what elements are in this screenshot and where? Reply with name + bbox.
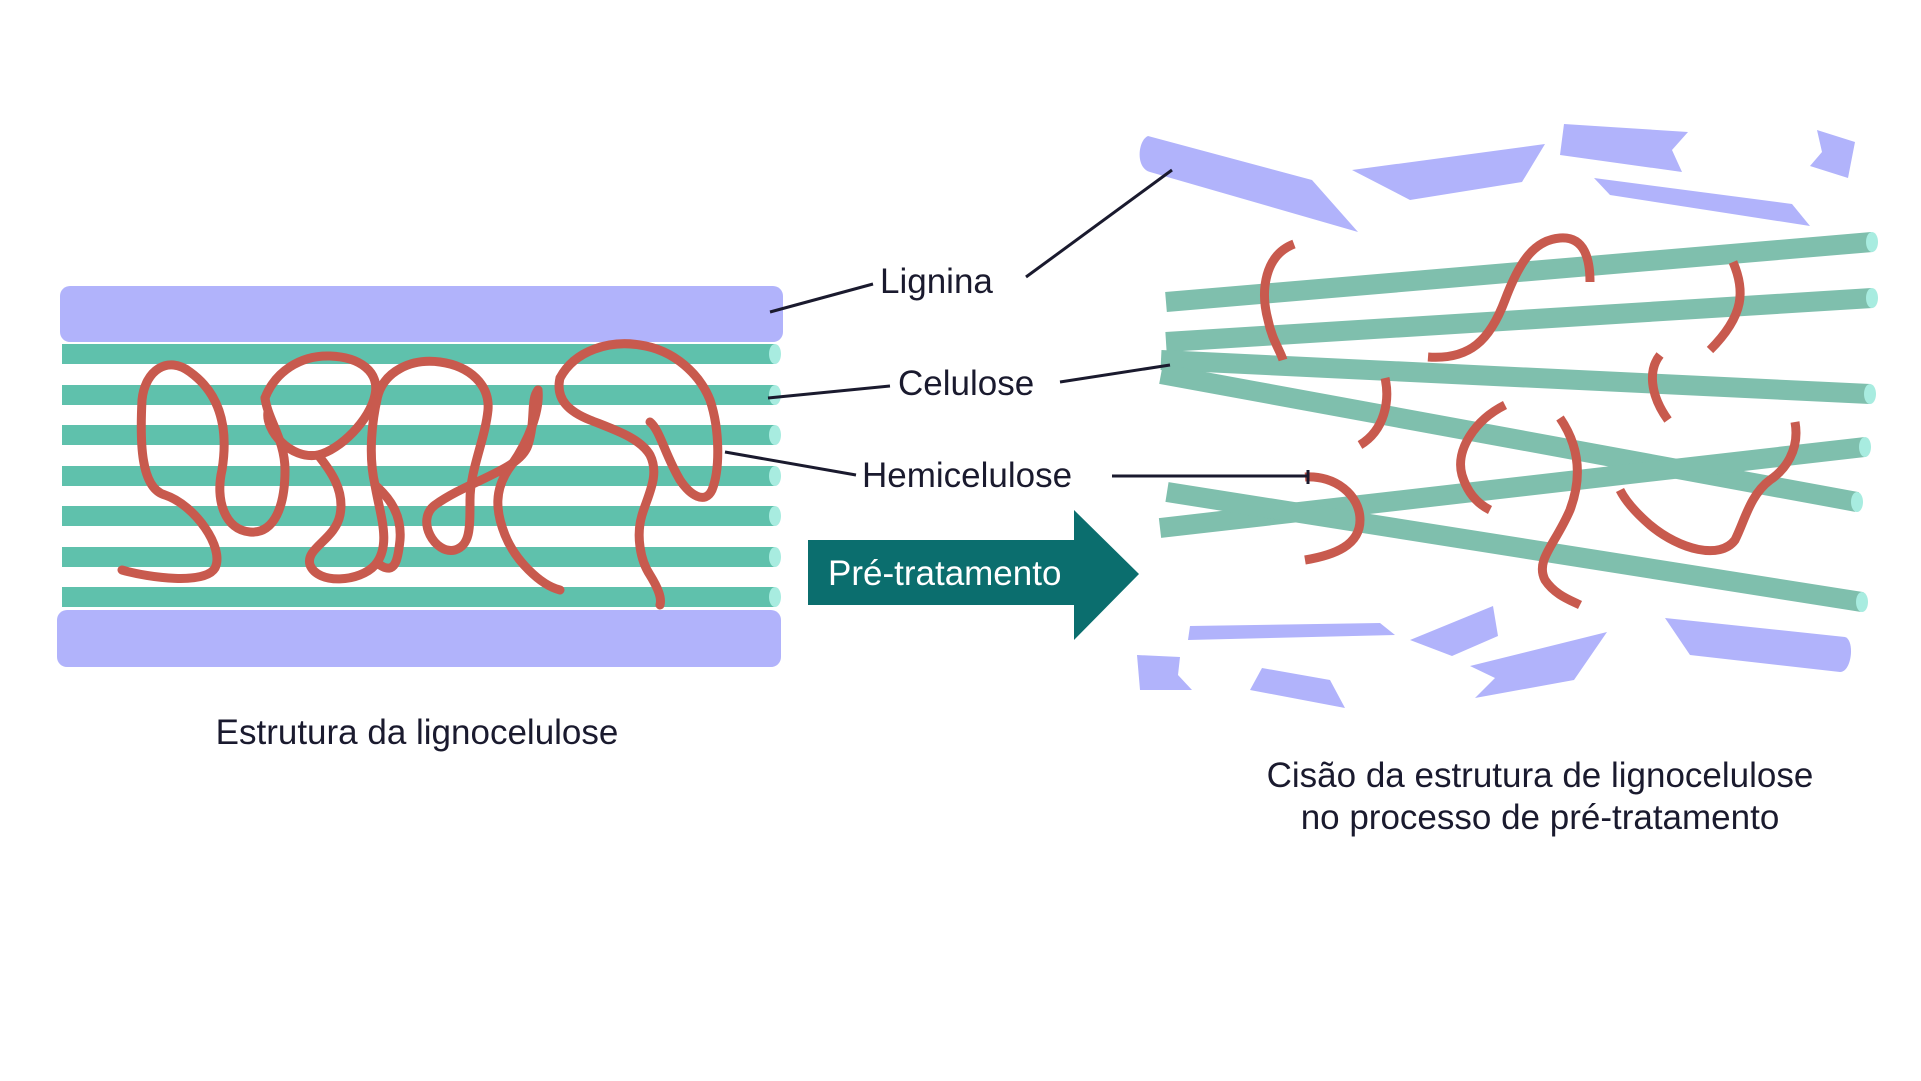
cellulose-fiber-end [769,425,781,445]
hemicellulose-fragment [1304,472,1365,565]
hemicellulose-loops-intact [117,339,723,610]
hemicellulose-fragment [1615,421,1801,556]
cellulose-leader-right [1059,363,1171,384]
hemicellulose-fragment [1647,352,1672,423]
lignin-fragments [1137,124,1855,708]
hemicellulose-strand [305,390,389,584]
cellulose-fiber [62,425,775,445]
cellulose-fiber-end [769,506,781,526]
cellulose-fiber-end [1866,232,1878,252]
cellulose-fiber-end [1859,437,1871,457]
pretreatment-arrow [808,510,1139,640]
intact-structure [57,286,783,667]
cellulose-fiber [62,547,775,567]
lignin-slab-bottom [57,610,781,667]
cellulose-fiber-broken [1165,482,1864,612]
hemicellulose-fragment [1357,377,1392,449]
broken-structure [1137,124,1878,708]
cellulose-fiber-end [769,587,781,607]
hemicellulose-label: Hemicelulose [862,456,1073,495]
lignin-leader-left [769,282,874,314]
cellulose-label: Celulose [898,364,1035,403]
right-caption-line1: Cisão da estrutura de lignocelulose [1266,756,1814,795]
cellulose-leader-left [767,384,891,400]
hemicellulose-leader-left [724,450,857,477]
right-caption-line2: no processo de pré-tratamento [1300,798,1780,837]
cellulose-fibers-broken [1158,232,1878,612]
cellulose-fiber [62,506,775,526]
cellulose-fiber [62,466,775,486]
pretreatment-arrow-label: Pré-tratamento [828,554,1062,593]
cellulose-fiber-end [769,547,781,567]
left-caption: Estrutura da lignocelulose [215,713,619,752]
lignin-fragment [1594,178,1810,226]
cellulose-fiber-end [769,344,781,364]
cellulose-fiber-end [769,385,781,405]
cellulose-fiber-end [1864,384,1876,404]
cellulose-fiber-end [1851,492,1863,512]
cellulose-fiber [62,385,775,405]
lignin-fragment [1665,618,1852,672]
lignin-fragment [1560,124,1688,172]
hemicellulose-strand [493,385,565,595]
hemicellulose-strand [117,360,290,583]
lignin-fragment [1810,130,1855,178]
hemicellulose-fragment [1706,260,1745,354]
hemicellulose-fragment [1427,233,1595,362]
lignin-fragment [1470,632,1607,698]
cellulose-fiber-end [1856,592,1868,612]
lignin-fragment [1188,623,1395,640]
hemicellulose-strand [370,480,405,573]
cellulose-fiber-end [1866,288,1878,308]
hemicellulose-strand [555,339,723,502]
cellulose-fiber-broken [1165,288,1873,352]
hemicellulose-fragment [1260,239,1296,362]
leader-lines-right [1025,168,1310,484]
lignin-fragment [1410,606,1498,656]
lignin-leader-right [1025,168,1173,279]
cellulose-fiber-broken [1160,350,1871,404]
cellulose-fibers-intact [62,344,781,607]
lignin-label: Lignina [880,262,993,301]
hemicellulose-strand [554,373,665,610]
leader-lines-left [724,282,891,477]
cellulose-fiber-broken [1159,364,1859,512]
cellulose-fiber-end [769,466,781,486]
hemicellulose-fragments [1260,233,1801,610]
lignin-fragment [1352,144,1545,200]
hemicellulose-fragment [1456,400,1508,515]
lignin-fragment [1139,136,1358,232]
lignin-fragment [1250,668,1345,708]
hemicellulose-fragment [1537,415,1583,610]
lignin-fragment [1137,655,1192,690]
cellulose-fiber [62,587,775,607]
lignin-slab-top [60,286,783,342]
